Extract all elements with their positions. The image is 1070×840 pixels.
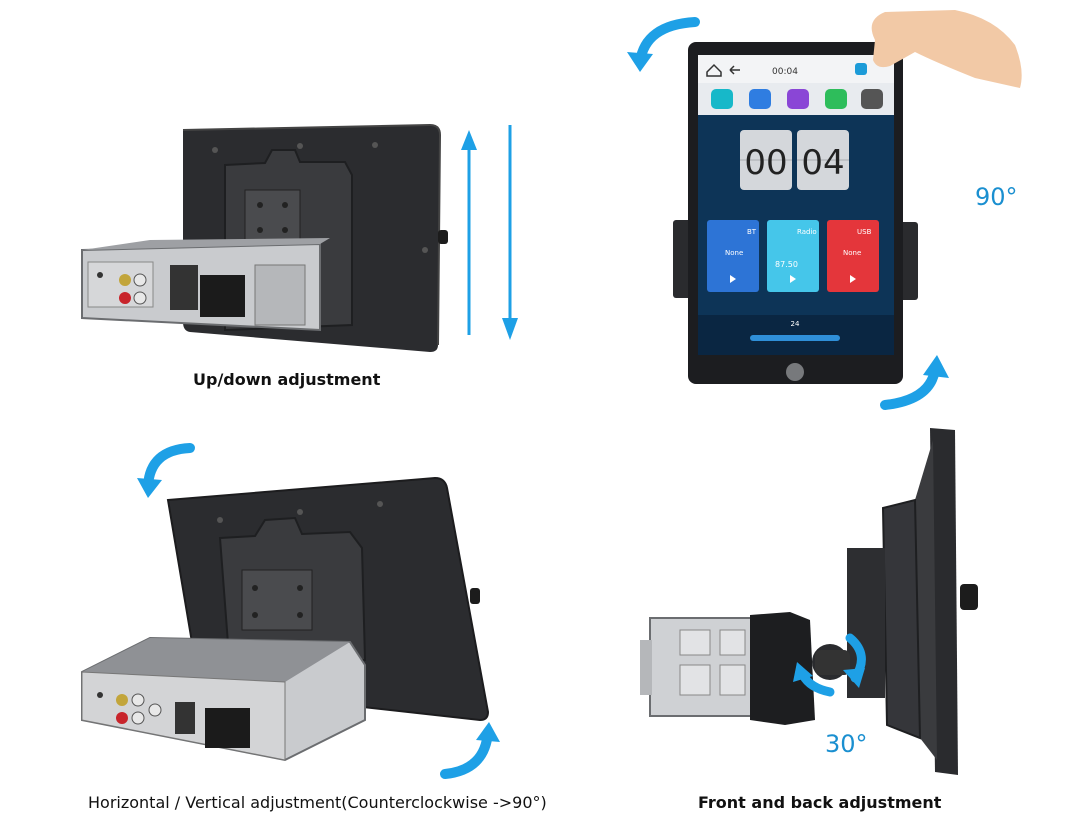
angle-30: 30° (825, 730, 868, 758)
up-arrow-icon (461, 130, 477, 335)
device-icon (749, 89, 771, 109)
apps-icon (787, 89, 809, 109)
voice-icon (825, 89, 847, 109)
home-icon (706, 63, 722, 77)
card-bt-sub: None (725, 249, 743, 257)
card-radio-sub: 87.50 (775, 260, 798, 269)
stereo-tilted-illustration (81, 443, 500, 779)
down-arrow-icon (502, 125, 518, 340)
panel-front-back: 30° Front and back adjustment (535, 420, 1070, 840)
clock-hours: 00 (744, 143, 787, 183)
card-usb-label: USB (857, 228, 872, 236)
card-bt-label: BT (747, 228, 757, 236)
stereo-updown-illustration (81, 123, 518, 352)
screen-time: 00:04 (772, 67, 798, 77)
volume-value: 24 (791, 320, 800, 328)
angle-90: 90° (975, 183, 1018, 211)
play-icon (730, 275, 856, 283)
back-icon (729, 65, 740, 75)
rotated-screen-illustration: 00:04 00 04 BT None Radio 87.50 USB None… (627, 10, 1022, 410)
panel-rotated-screen: 00:04 00 04 BT None Radio 87.50 USB None… (535, 0, 1070, 420)
panel-horizontal-vertical: Horizontal / Vertical adjustment(Counter… (0, 420, 547, 840)
caption-updown: Up/down adjustment (193, 370, 381, 389)
card-usb-sub: None (843, 249, 861, 257)
stereo-side-illustration: 30° (640, 428, 978, 775)
caption-front-back: Front and back adjustment (698, 793, 942, 812)
clock-minutes: 04 (801, 143, 844, 183)
phone-icon (711, 89, 733, 109)
caption-horizontal-vertical: Horizontal / Vertical adjustment(Counter… (88, 793, 547, 812)
settings-icon (861, 89, 883, 109)
panel-updown: Up/down adjustment (0, 0, 535, 420)
card-radio-label: Radio (797, 228, 817, 236)
